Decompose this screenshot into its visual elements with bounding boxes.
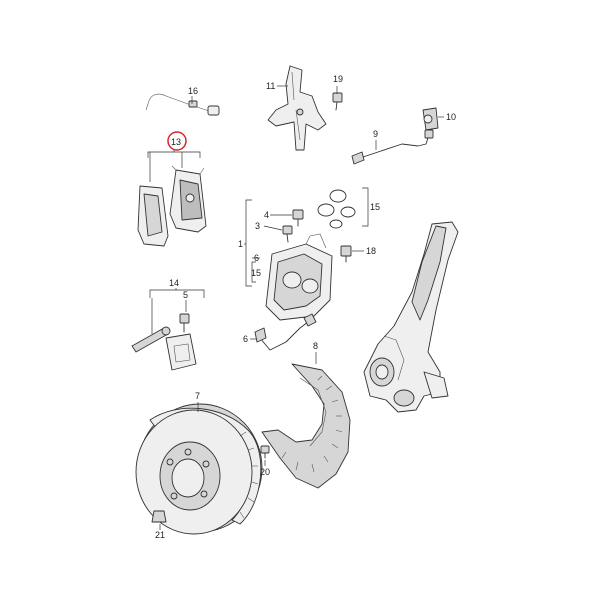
part-8-splash-shield[interactable]: [261, 363, 351, 489]
callout-4[interactable]: 4: [264, 210, 269, 220]
callout-11[interactable]: 11: [266, 81, 275, 91]
callout-13[interactable]: 13: [171, 137, 181, 147]
callout-15-caliper[interactable]: 15: [251, 268, 261, 278]
part-13-brake-pad-set[interactable]: [137, 165, 207, 247]
part-6-brake-hose[interactable]: [254, 313, 317, 351]
callout-1[interactable]: 1: [238, 239, 243, 249]
callout-14[interactable]: 14: [169, 278, 179, 288]
leader-lines: [147, 85, 444, 530]
steering-knuckle[interactable]: [363, 221, 459, 413]
callout-16[interactable]: 16: [188, 86, 198, 96]
part-7-brake-disc[interactable]: [135, 403, 263, 535]
part-16-wear-sensor[interactable]: [145, 93, 220, 116]
part-3-bolt[interactable]: [282, 225, 293, 243]
part-18-bolt[interactable]: [340, 245, 352, 263]
callout-5[interactable]: 5: [183, 290, 188, 300]
callout-19[interactable]: 19: [333, 74, 343, 84]
part-5-bolt[interactable]: [179, 313, 190, 333]
highlight-ring-13: [167, 131, 187, 151]
callout-15-seals[interactable]: 15: [370, 202, 380, 212]
part-19-bleeder-screw[interactable]: [332, 92, 343, 111]
part-14-spring-clip[interactable]: [165, 333, 197, 371]
callout-6-caliper[interactable]: 6: [254, 253, 259, 263]
part-4-bolt[interactable]: [292, 209, 304, 227]
callout-18[interactable]: 18: [366, 246, 376, 256]
callout-labels: 16 11 19 10 9 13 14 5 4 3 1 6 15 15 18 6…: [155, 74, 456, 540]
part-20-screw[interactable]: [260, 445, 270, 459]
callout-20[interactable]: 20: [260, 467, 270, 477]
part-15-seal-kit[interactable]: [317, 189, 356, 229]
callout-10[interactable]: 10: [446, 112, 456, 122]
part-21-wheel-bolt[interactable]: [151, 510, 167, 523]
part-14-guide-pin[interactable]: [131, 326, 171, 353]
callout-21[interactable]: 21: [155, 530, 165, 540]
part-10-bracket[interactable]: [422, 107, 439, 131]
callout-8[interactable]: 8: [313, 341, 318, 351]
part-11-anti-rattle-spring[interactable]: [267, 65, 327, 151]
callout-7[interactable]: 7: [195, 391, 200, 401]
callout-6-hose[interactable]: 6: [243, 334, 248, 344]
callout-9[interactable]: 9: [373, 129, 378, 139]
part-1-brake-caliper[interactable]: [265, 233, 333, 321]
part-9-brake-line[interactable]: [351, 129, 434, 165]
callout-3[interactable]: 3: [255, 221, 260, 231]
